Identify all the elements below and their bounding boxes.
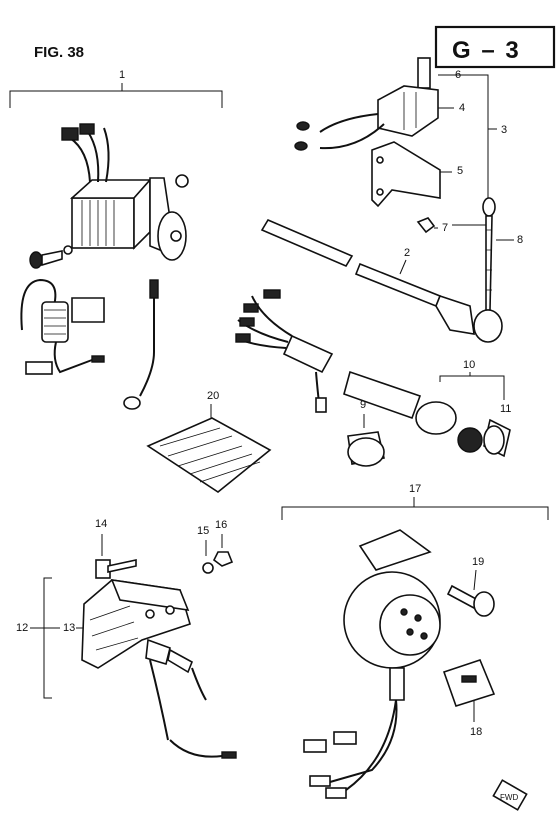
cable-tie: 8: [482, 197, 523, 311]
callout-19: 19: [472, 556, 484, 568]
callout-9: 9: [360, 399, 366, 411]
coil-lead: [20, 278, 105, 375]
callout-5: 5: [457, 165, 463, 177]
figure-code: G – 3: [452, 37, 521, 64]
ground-lead: [123, 279, 159, 410]
switch-assembly: [81, 551, 237, 759]
bracket-1: [9, 83, 223, 108]
callout-2: 2: [404, 247, 410, 259]
bracket-17: [281, 497, 549, 520]
callout-4: 4: [459, 102, 465, 114]
cap-11: [483, 418, 511, 458]
screw: [29, 245, 73, 269]
bracket-3: [434, 74, 497, 229]
connector-plug: [343, 370, 483, 453]
forward-mark-text: FWD: [500, 793, 518, 802]
callout-17: 17: [409, 483, 421, 495]
callout-20: 20: [207, 390, 219, 402]
code-box: [434, 25, 556, 69]
pad-18: [442, 659, 496, 707]
callout-1: 1: [119, 69, 125, 81]
callout-14: 14: [95, 518, 107, 530]
callout-15: 15: [197, 525, 209, 537]
callout-12: 12: [16, 622, 28, 634]
leader-14-16: [101, 534, 223, 556]
grommet-9: [347, 431, 385, 467]
screw-19: [446, 584, 495, 617]
callout-10: 10: [463, 359, 475, 371]
leader-19: [473, 569, 477, 591]
rectifier-module: [294, 57, 441, 234]
callout-8: 8: [517, 234, 523, 246]
leader-2: [399, 259, 407, 275]
parts-bag: [146, 417, 272, 493]
forward-mark: FWD: [492, 779, 528, 811]
bracket-12: [30, 577, 90, 699]
callout-16: 16: [215, 519, 227, 531]
bracket-10: [439, 372, 505, 400]
horn: [303, 529, 441, 799]
callout-11: 11: [500, 403, 511, 415]
callout-7: 7: [442, 222, 448, 234]
callout-18: 18: [470, 726, 482, 738]
callout-3: 3: [501, 124, 507, 136]
figure-title: FIG. 38: [34, 44, 84, 61]
regulator-unit: [61, 123, 189, 261]
wire-harness: [235, 218, 503, 413]
callout-13: 13: [63, 622, 75, 634]
